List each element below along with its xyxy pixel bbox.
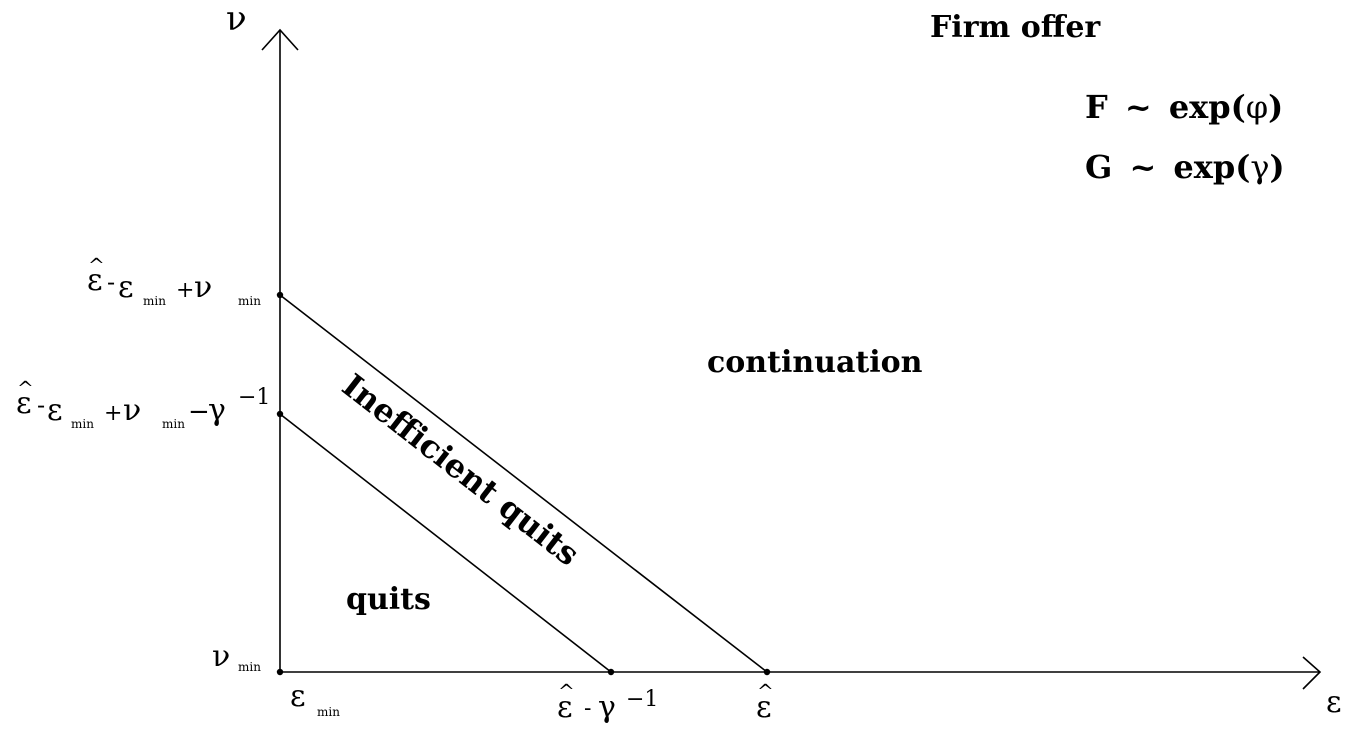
svg-text:γ: γ (208, 393, 226, 428)
svg-text:^: ^ (88, 253, 105, 277)
upper-boundary-line (279, 294, 768, 673)
svg-text:min: min (238, 294, 261, 308)
svg-text:ε: ε (118, 270, 134, 305)
eps-hat-dot (763, 668, 771, 676)
x-tick-eps-min: ε min (290, 679, 340, 719)
svg-text:ν: ν (123, 393, 141, 428)
y-tick-lower-intercept: ε ^ - ε min + ν min − γ −1 (16, 376, 270, 431)
origin-dot (276, 668, 284, 676)
svg-text:-: - (584, 696, 591, 721)
x-axis-arrow (1302, 656, 1322, 690)
svg-text:ε: ε (290, 679, 306, 714)
svg-text:-: - (37, 391, 45, 419)
x-axis-symbol: ε (1326, 685, 1342, 720)
svg-text:+: + (176, 278, 194, 303)
svg-text:ε: ε (756, 690, 772, 725)
legend-g: G ~ exp(γ) (1085, 148, 1285, 186)
continuation-label: continuation (707, 345, 923, 380)
svg-text:+: + (104, 401, 122, 426)
x-tick-eps-hat: ε ^ (756, 679, 774, 725)
lower-boundary-line (279, 413, 612, 673)
quits-label: quits (346, 582, 431, 617)
svg-text:min: min (162, 417, 185, 431)
title: Firm offer (930, 10, 1101, 45)
svg-text:^: ^ (17, 376, 34, 400)
lower-intercept-dot (276, 410, 284, 418)
y-tick-upper-intercept: ε ^ - ε min + ν min (87, 253, 261, 308)
svg-text:−: − (188, 397, 210, 427)
svg-text:ε: ε (16, 386, 32, 421)
svg-text:min: min (317, 705, 340, 719)
y-axis-arrow (261, 28, 299, 51)
y-axis-symbol: ν (226, 0, 247, 39)
svg-text:−1: −1 (238, 385, 270, 410)
svg-text:min: min (238, 660, 261, 674)
svg-text:ν: ν (212, 639, 230, 674)
legend-f: F ~ exp(φ) (1085, 88, 1283, 126)
y-tick-nu-min: ν min (212, 639, 261, 674)
svg-text:-: - (107, 268, 115, 296)
inefficient-quits-label: Inefficient quits (335, 366, 586, 573)
svg-text:^: ^ (757, 679, 774, 703)
svg-text:min: min (143, 294, 166, 308)
eps-hat-minus-dot (607, 668, 615, 676)
svg-text:ε: ε (47, 393, 63, 428)
upper-intercept-dot (276, 291, 284, 299)
svg-text:γ: γ (598, 690, 616, 725)
svg-text:ε: ε (87, 263, 103, 298)
svg-text:−1: −1 (626, 687, 658, 712)
svg-text:ν: ν (194, 270, 212, 305)
x-tick-eps-hat-minus-gamma-inv: ε ^ - γ −1 (557, 679, 658, 725)
svg-text:^: ^ (558, 679, 575, 703)
svg-text:min: min (71, 417, 94, 431)
svg-text:ε: ε (557, 690, 573, 725)
